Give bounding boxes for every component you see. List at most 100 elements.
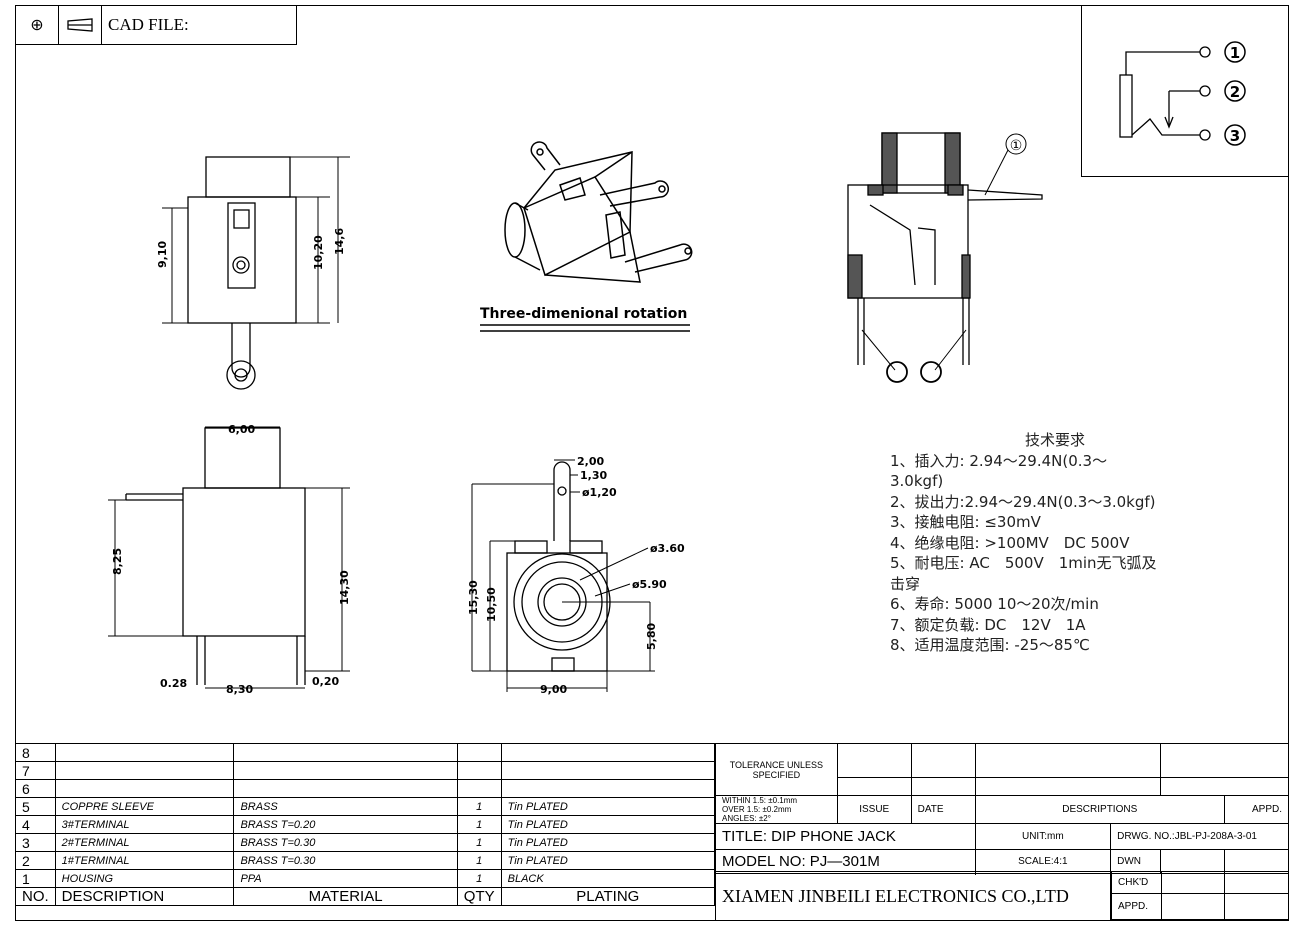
appd-label: APPD. — [1111, 893, 1162, 920]
requirement-5: 5、耐电压: AC 500V 1min无飞弧及击穿 — [890, 554, 1157, 593]
dim-1-30: 1,30 — [580, 469, 607, 482]
descriptions-header: DESCRIPTIONS — [974, 795, 1225, 824]
bom-cell-desc — [54, 761, 235, 780]
drawing-title: TITLE: DIP PHONE JACK — [715, 823, 976, 850]
bom-cell-qty: 1 — [456, 797, 502, 816]
callout-1: ① — [1010, 138, 1023, 154]
bom-cell-desc: 1#TERMINAL — [54, 851, 235, 870]
requirement-7: 7、额定负载: DC 12V 1A — [890, 615, 1086, 634]
bom-header-desc: DESCRIPTION — [54, 887, 235, 906]
bom-cell-no: 2 — [15, 851, 56, 870]
iso-caption: Three-dimenional rotation — [480, 306, 687, 322]
dim-bottom-body: 10,50 — [485, 587, 498, 622]
bom-cell-desc: 3#TERMINAL — [54, 815, 235, 834]
dim-pin-pitch: 8,30 — [226, 683, 253, 696]
bom-cell-desc — [54, 779, 235, 798]
pin-label-2: 2 — [1230, 83, 1240, 101]
dim-side-width: 6,00 — [228, 423, 255, 436]
bom-cell-plating: BLACK — [500, 869, 716, 888]
isometric-view — [504, 141, 693, 283]
bom-cell-qty — [456, 743, 502, 762]
tol-angles: ANGLES: ±2° — [722, 814, 771, 823]
bottom-view — [471, 459, 655, 692]
dim-side-height: 8,25 — [111, 548, 124, 575]
bom-cell-no: 4 — [15, 815, 56, 834]
issue-header: ISSUE — [836, 795, 912, 824]
bom-cell-plating — [500, 779, 716, 798]
caption-underline — [480, 324, 690, 332]
cad-file-label: CAD FILE: — [108, 15, 189, 34]
dim-bottom-width: 9,00 — [540, 683, 567, 696]
dim-2-00: 2,00 — [577, 455, 604, 468]
projection-symbol-icon: ⊕ — [16, 6, 59, 44]
bom-cell-plating: Tin PLATED — [500, 797, 716, 816]
chkd-label: CHK'D — [1111, 871, 1162, 894]
unit-label: UNIT:mm — [974, 823, 1112, 850]
dim-bore-large: ø5.90 — [632, 578, 667, 591]
bom-cell-desc — [54, 743, 235, 762]
bom-row: 7 — [15, 761, 716, 780]
bom-cell-desc: COPPRE SLEEVE — [54, 797, 235, 816]
drawing-number: DRWG. NO.:JBL-PJ-208A-3-01 — [1110, 823, 1289, 850]
bom-cell-plating: Tin PLATED — [500, 833, 716, 852]
bom-cell-mat: BRASS T=0.20 — [233, 815, 458, 834]
bom-cell-no: 1 — [15, 869, 56, 888]
dwn-label: DWN — [1110, 849, 1162, 874]
signoff-table: CHK'D APPD. — [1111, 871, 1289, 920]
cad-header: ⊕ CAD FILE: — [15, 5, 297, 45]
bom-cell-no: 6 — [15, 779, 56, 798]
dim-pin-left: 0.28 — [160, 677, 187, 690]
bom-cell-desc: HOUSING — [54, 869, 235, 888]
dim-side-total: 14,30 — [338, 570, 351, 605]
requirement-2: 2、拔出力:2.94～29.4N(0.3～3.0kgf) — [890, 492, 1156, 511]
side-section-view — [847, 132, 1043, 383]
bom-cell-mat — [233, 743, 458, 762]
tol-over: OVER 1.5: ±0.2mm — [722, 805, 792, 814]
pin-schematic: 1 2 3 — [1081, 5, 1289, 177]
bom-cell-no: 7 — [15, 761, 56, 780]
model-number: MODEL NO: PJ—301M — [715, 849, 976, 874]
bom-cell-plating: Tin PLATED — [500, 815, 716, 834]
bom-cell-no: 8 — [15, 743, 56, 762]
bom-cell-qty: 1 — [456, 869, 502, 888]
bom-cell-mat — [233, 761, 458, 780]
bom-header-mat: MATERIAL — [233, 887, 458, 906]
requirement-1: 1、插入力: 2.94～29.4N(0.3～3.0kgf) — [890, 451, 1108, 491]
side-view — [108, 426, 350, 689]
bom-cell-qty — [456, 761, 502, 780]
bom-cell-mat — [233, 779, 458, 798]
pin-label-1: 1 — [1230, 44, 1240, 62]
bom-cell-qty: 1 — [456, 851, 502, 870]
bom-row: 8 — [15, 743, 716, 762]
requirement-6: 6、寿命: 5000 10～20次/min — [890, 595, 1099, 613]
dim-bore-small: ø3.60 — [650, 542, 685, 555]
requirement-8: 8、适用温度范围: -25～85℃ — [890, 636, 1090, 654]
tolerance-label: TOLERANCE UNLESS SPECIFIED — [715, 743, 838, 796]
requirement-4: 4、绝缘电阻: >100MV DC 500V — [890, 533, 1130, 552]
bom-cell-plating — [500, 743, 716, 762]
bom-cell-plating — [500, 761, 716, 780]
date-header: DATE — [910, 795, 976, 824]
requirement-3: 3、接触电阻: ≤30mV — [890, 513, 1041, 531]
dim-pin-right: 0,20 — [312, 675, 339, 688]
front-view — [162, 156, 350, 390]
bom-header-qty: QTY — [456, 887, 502, 906]
cone-symbol-icon — [59, 6, 102, 44]
bom-header-no: NO. — [15, 887, 56, 906]
pin-label-3: 3 — [1230, 127, 1240, 145]
bom-header-plating: PLATING — [500, 887, 716, 906]
title-block: TOLERANCE UNLESS SPECIFIED WITHIN 1.5: ±… — [715, 743, 1290, 874]
dim-front-height: 9,10 — [156, 241, 169, 268]
drawing-frame — [15, 5, 1289, 921]
drawing-canvas: 9,10 10,20 14,6 Three-dimenional rotatio… — [108, 132, 1043, 696]
appd-header: APPD. — [1223, 795, 1290, 824]
scale-label: SCALE:4:1 — [974, 849, 1112, 874]
bom-cell-qty: 1 — [456, 815, 502, 834]
bom-row: 6 — [15, 779, 716, 798]
bom-cell-no: 5 — [15, 797, 56, 816]
